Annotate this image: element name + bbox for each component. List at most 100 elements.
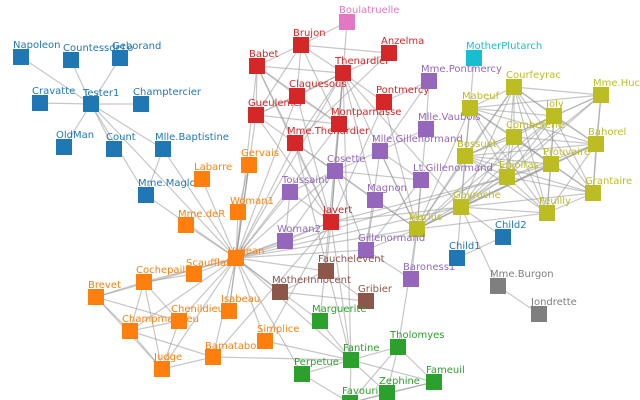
node-square[interactable] <box>343 352 359 368</box>
node-tester1[interactable]: Tester1 <box>82 88 119 112</box>
node-square[interactable] <box>490 278 506 294</box>
node-courfeyrac[interactable]: Courfeyrac <box>506 70 561 95</box>
node-square[interactable] <box>339 14 355 30</box>
node-pontmercy[interactable]: Pontmercy <box>376 85 429 110</box>
node-isabeau[interactable]: Isabeau <box>221 294 260 319</box>
node-cochepaille[interactable]: Cochepaill <box>136 265 188 290</box>
node-countessdelo[interactable]: CountessdeLo <box>63 43 133 68</box>
node-child2[interactable]: Child2 <box>495 220 527 245</box>
node-mlle-baptistine[interactable]: Mlle.Baptistine <box>155 132 229 157</box>
node-geborand[interactable]: Geborand <box>112 41 161 66</box>
node-square[interactable] <box>248 107 264 123</box>
node-square[interactable] <box>327 163 343 179</box>
node-javert[interactable]: Javert <box>322 205 352 230</box>
node-motherplutarch[interactable]: MotherPlutarch <box>466 41 542 66</box>
node-brevet[interactable]: Brevet <box>88 280 121 305</box>
node-mme-hucheloup[interactable]: Mme.Huch <box>593 78 640 103</box>
node-champmathieu[interactable]: Champmathieu <box>122 314 199 339</box>
node-chenildieu[interactable]: Chenildieu <box>171 304 224 329</box>
node-square[interactable] <box>426 374 442 390</box>
node-square[interactable] <box>358 293 374 309</box>
node-fantine[interactable]: Fantine <box>343 343 380 368</box>
node-joly[interactable]: Joly <box>545 99 564 124</box>
node-square[interactable] <box>249 58 265 74</box>
node-mme-der[interactable]: Mme.deR <box>178 209 225 233</box>
node-claquesous[interactable]: Claquesous <box>289 79 347 104</box>
node-champtercier[interactable]: Champtercier <box>133 87 202 112</box>
node-square[interactable] <box>289 88 305 104</box>
node-mme-magloire[interactable]: Mme.Maglo <box>138 178 196 203</box>
node-square[interactable] <box>13 49 29 65</box>
node-square[interactable] <box>230 204 246 220</box>
node-square[interactable] <box>221 303 237 319</box>
node-square[interactable] <box>205 349 221 365</box>
node-baroness[interactable]: Baroness1 <box>403 262 455 287</box>
node-square[interactable] <box>449 250 465 266</box>
node-square[interactable] <box>543 156 559 172</box>
node-square[interactable] <box>155 141 171 157</box>
node-mme-pontmercy[interactable]: Mme.Pontmercy <box>421 64 502 89</box>
node-square[interactable] <box>56 139 72 155</box>
node-square[interactable] <box>112 50 128 66</box>
node-square[interactable] <box>88 289 104 305</box>
node-square[interactable] <box>376 94 392 110</box>
node-square[interactable] <box>318 263 334 279</box>
node-square[interactable] <box>539 205 555 221</box>
node-square[interactable] <box>335 65 351 81</box>
node-marius[interactable]: Marius <box>409 212 442 237</box>
node-babet[interactable]: Babet <box>249 49 278 74</box>
node-gavroche[interactable]: Gavroche <box>453 190 501 215</box>
node-square[interactable] <box>287 135 303 151</box>
node-cosette[interactable]: Cosette <box>327 154 365 179</box>
node-square[interactable] <box>585 185 601 201</box>
node-square[interactable] <box>257 333 273 349</box>
node-mlle-gillenormand[interactable]: Mlle.Gillenormand <box>372 134 463 159</box>
node-square[interactable] <box>372 143 388 159</box>
node-woman2[interactable]: Woman2 <box>277 224 321 249</box>
node-square[interactable] <box>379 385 395 400</box>
node-marguerite[interactable]: Marguerite <box>312 304 367 329</box>
node-child1[interactable]: Child1 <box>449 241 481 266</box>
node-square[interactable] <box>277 233 293 249</box>
node-jondrette[interactable]: Jondrette <box>530 297 577 322</box>
node-square[interactable] <box>133 96 149 112</box>
node-mlle-vaubois[interactable]: Mlle.Vaubois <box>418 112 481 137</box>
node-square[interactable] <box>453 199 469 215</box>
node-napoleon[interactable]: Napoleon <box>13 40 60 65</box>
node-square[interactable] <box>293 37 309 53</box>
node-scaufflaire[interactable]: Scaufflaire <box>186 258 239 282</box>
node-gervais[interactable]: Gervais <box>241 148 279 173</box>
node-square[interactable] <box>312 313 328 329</box>
node-square[interactable] <box>272 284 288 300</box>
node-square[interactable] <box>403 271 419 287</box>
node-combeferre[interactable]: Combeferre <box>506 120 565 145</box>
node-gueulemer[interactable]: Gueulemer <box>248 98 304 123</box>
node-square[interactable] <box>409 221 425 237</box>
node-brujon[interactable]: Brujon <box>293 28 326 53</box>
node-mme-thenardier[interactable]: Mme.Thenardier <box>287 126 370 151</box>
node-square[interactable] <box>83 96 99 112</box>
node-square[interactable] <box>154 361 170 377</box>
node-valjean[interactable]: Valjean <box>228 246 264 266</box>
node-square[interactable] <box>194 171 210 187</box>
node-mme-burgon[interactable]: Mme.Burgon <box>490 269 554 294</box>
node-square[interactable] <box>367 192 383 208</box>
node-fameuil[interactable]: Fameuil <box>426 365 465 390</box>
node-square[interactable] <box>122 323 138 339</box>
node-square[interactable] <box>495 229 511 245</box>
node-square[interactable] <box>390 339 406 355</box>
node-square[interactable] <box>323 214 339 230</box>
node-tholomyes[interactable]: Tholomyes <box>389 330 444 355</box>
node-square[interactable] <box>228 250 244 266</box>
node-grantaire[interactable]: Grantaire <box>585 176 632 201</box>
node-square[interactable] <box>331 116 347 132</box>
node-mabeuf[interactable]: Mabeuf <box>462 91 500 116</box>
node-bamatabois[interactable]: Bamatabois <box>205 341 264 365</box>
node-square[interactable] <box>588 136 604 152</box>
node-enjolras[interactable]: Enjolras <box>499 160 539 185</box>
node-cravatte[interactable]: Cravatte <box>32 86 75 111</box>
node-square[interactable] <box>506 129 522 145</box>
node-square[interactable] <box>593 87 609 103</box>
node-square[interactable] <box>531 306 547 322</box>
node-anzelma[interactable]: Anzelma <box>381 36 424 61</box>
